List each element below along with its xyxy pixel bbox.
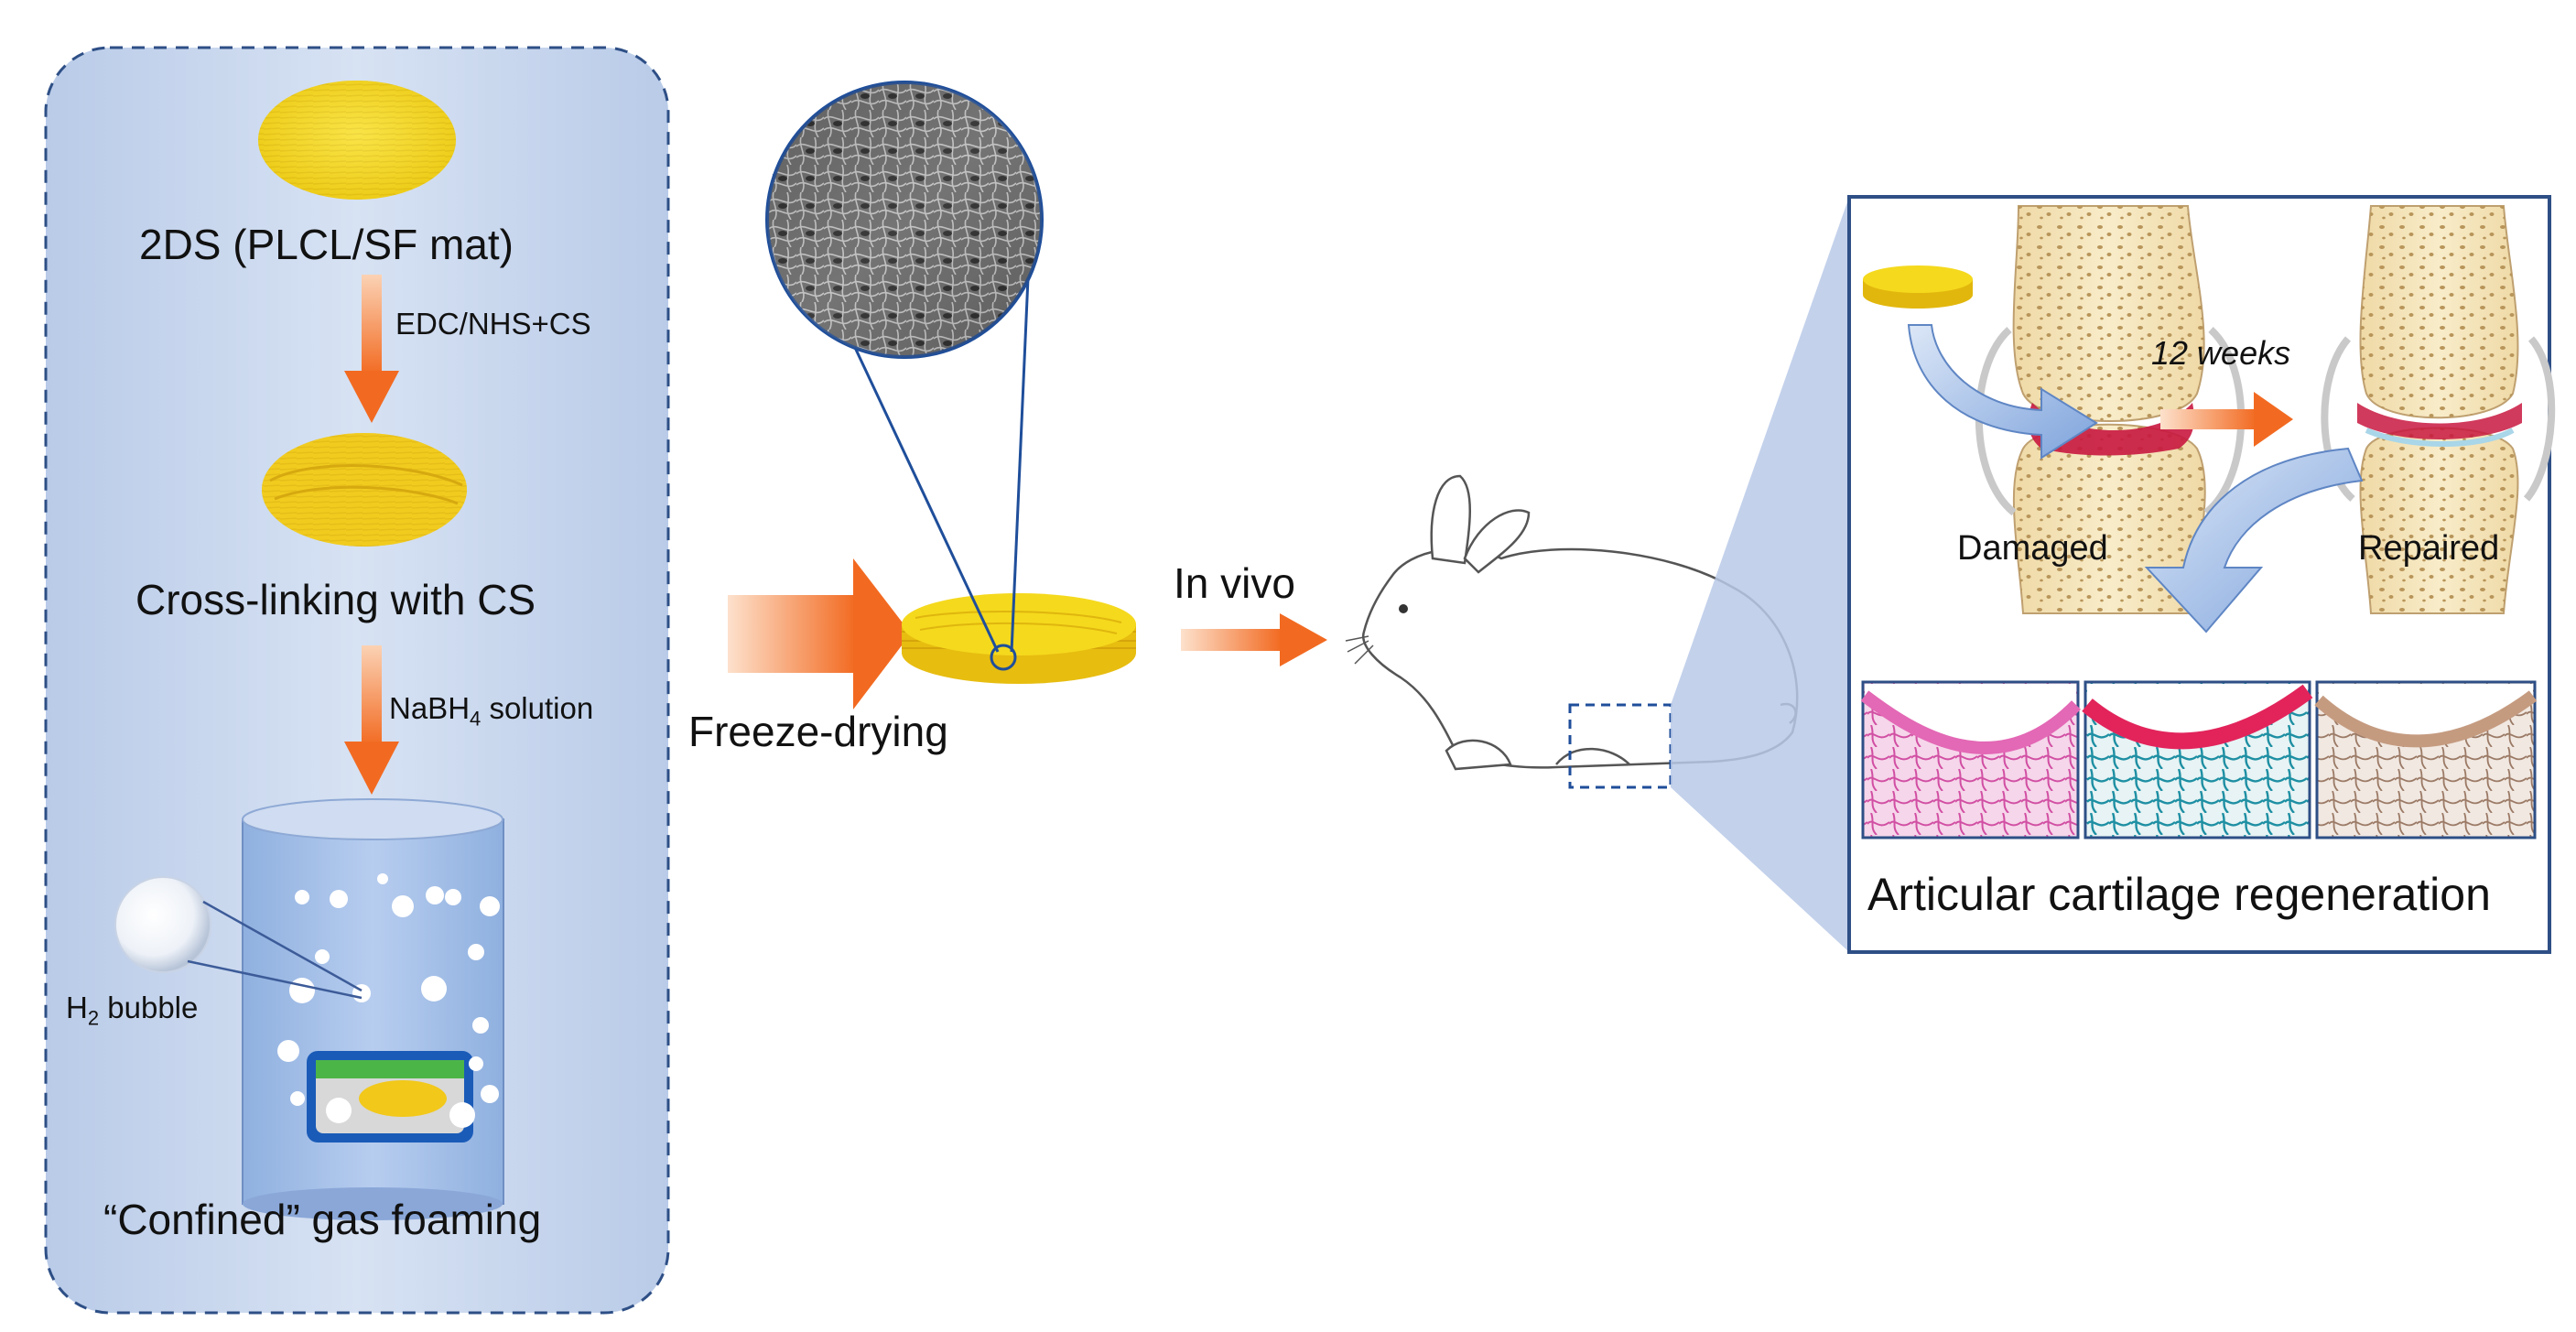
- h2-label-main: H: [66, 991, 88, 1024]
- flat-mat-2ds: [258, 81, 456, 200]
- in-vivo-label: In vivo: [1174, 559, 1295, 607]
- scaffold-disk: [902, 593, 1136, 684]
- arrow-12-weeks: [2160, 392, 2293, 447]
- step1-label: 2DS (PLCL/SF mat): [139, 221, 514, 268]
- arrow-in-vivo: [1181, 613, 1327, 666]
- outcome-panel: [1847, 195, 2556, 954]
- repaired-joint: [2321, 205, 2556, 614]
- implant-scaffold: [1863, 265, 1973, 309]
- freeze-drying-label: Freeze-drying: [688, 708, 948, 755]
- zoom-wedge: [1671, 197, 1849, 952]
- histology-arrow: [2144, 447, 2364, 634]
- crosslinked-mat: [262, 433, 467, 547]
- histology-he: [1860, 680, 2082, 839]
- preparation-panel: [44, 46, 670, 1315]
- arrow-crosslink: [344, 275, 399, 423]
- arrow2-label: NaBH4 solution: [389, 691, 593, 731]
- h2-bubble-callout: [114, 876, 363, 1000]
- regeneration-label: Articular cartilage regeneration: [1867, 869, 2491, 920]
- step3-label: “Confined” gas foaming: [103, 1196, 542, 1243]
- arrow-nabh4: [344, 645, 399, 795]
- sem-magnification: [765, 81, 1044, 653]
- damaged-joint: [1975, 205, 2246, 614]
- arrow-freeze-drying: [728, 558, 911, 709]
- step2-label: Cross-linking with CS: [135, 576, 536, 623]
- h2-label-rest: bubble: [99, 991, 199, 1024]
- weeks-label: 12 weeks: [2151, 334, 2291, 372]
- arrow2-label-main: NaBH: [389, 691, 471, 725]
- arrow1-label: EDC/NHS+CS: [395, 307, 591, 341]
- arrow1-label-text: EDC/NHS+CS: [395, 307, 591, 341]
- histology-immuno: [2314, 680, 2538, 839]
- h2-bubble-label: H2 bubble: [66, 991, 198, 1031]
- foaming-beaker: [242, 798, 504, 1220]
- damaged-label: Damaged: [1957, 529, 2108, 568]
- repaired-label: Repaired: [2358, 529, 2500, 568]
- h2-label-sub: 2: [87, 1006, 100, 1030]
- arrow2-label-rest: solution: [481, 691, 594, 725]
- arrow2-label-sub: 4: [470, 707, 482, 731]
- implant-arrow: [1907, 324, 2098, 460]
- histology-safranin: [2082, 680, 2313, 839]
